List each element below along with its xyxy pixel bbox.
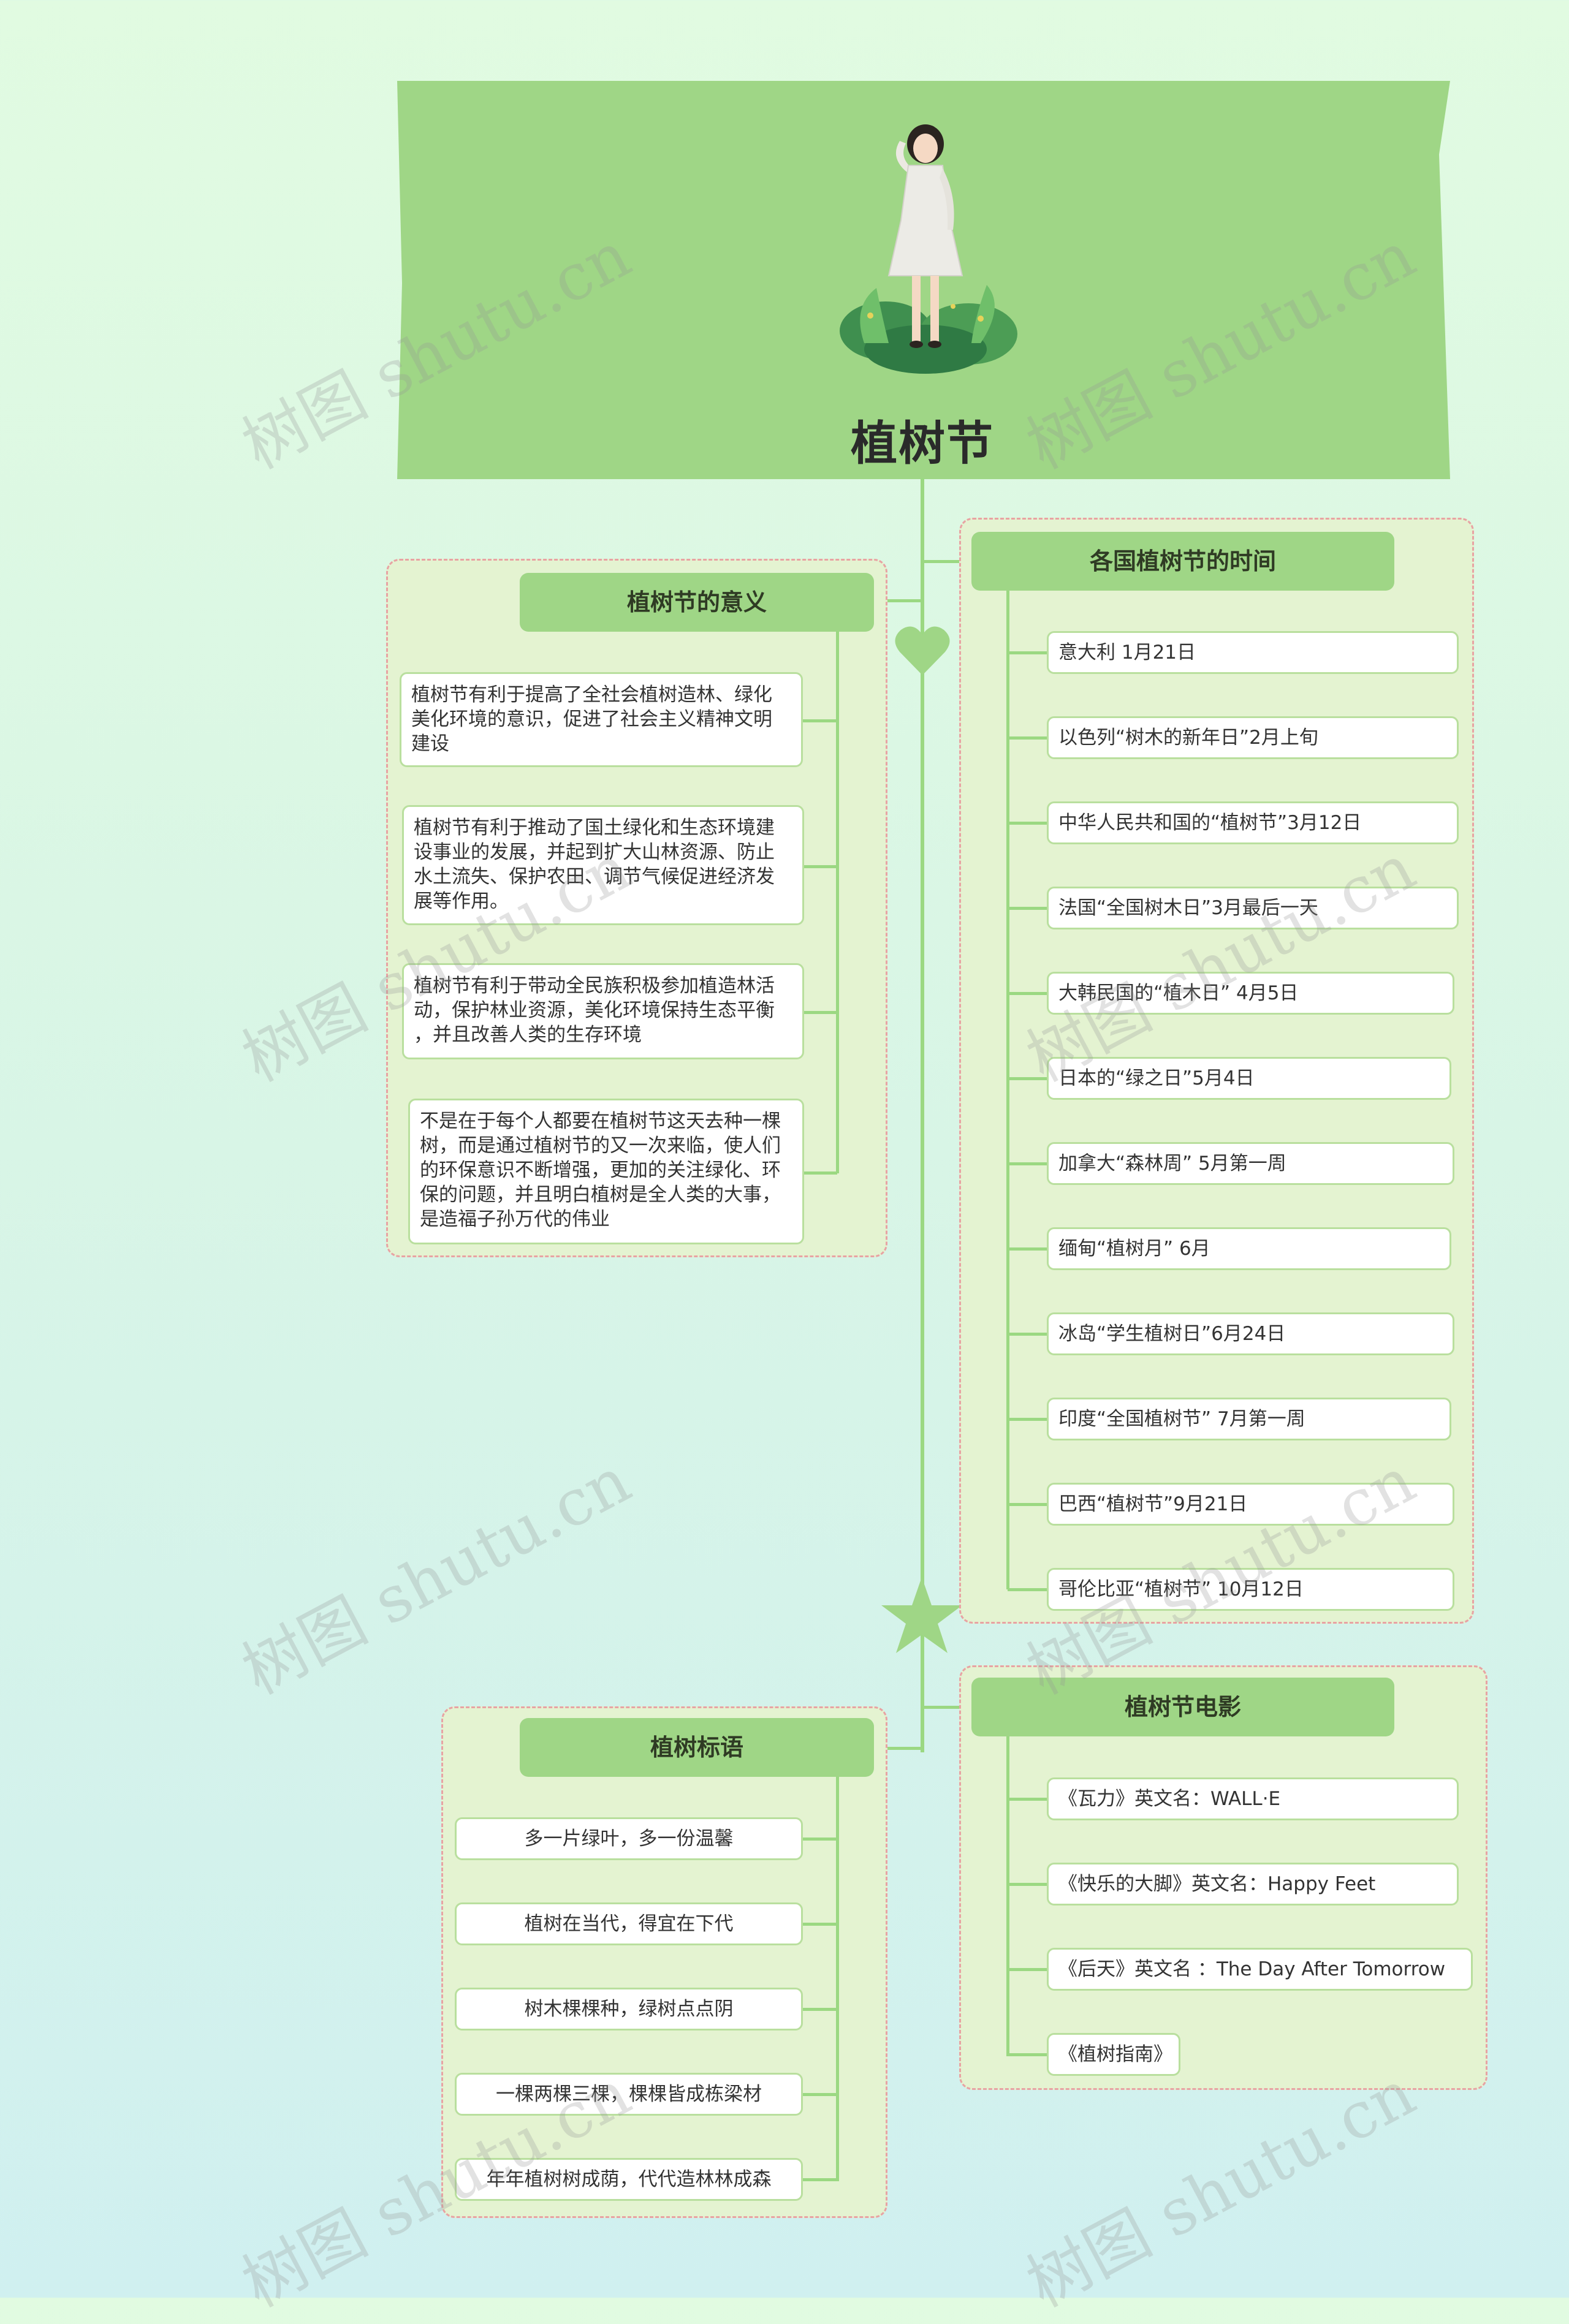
date-item[interactable]: 日本的“绿之日”5月4日 [1047, 1057, 1451, 1100]
movies-branch-line [1006, 1736, 1009, 2056]
text-line: 植树节有利于提高了全社会植树造林、绿化 [411, 683, 791, 707]
text-line: 建设 [411, 732, 791, 756]
date-item[interactable]: 意大利 1月21日 [1047, 631, 1459, 674]
text-line: 是造福子孙万代的伟业 [420, 1207, 792, 1232]
significance-item[interactable]: 植树节有利于推动了国土绿化和生态环境建 设事业的发展，并起到扩大山林资源、防止 … [402, 805, 804, 925]
text-line: ，并且改善人类的生存环境 [414, 1023, 792, 1047]
dates-tick [1008, 1333, 1048, 1336]
date-item[interactable]: 巴西“植树节”9月21日 [1047, 1483, 1454, 1526]
text-line: 不是在于每个人都要在植树节这天去种一棵 [420, 1109, 792, 1134]
text-line: 动，保护林业资源，美化环境保持生态平衡 [414, 998, 792, 1023]
watermark: 树图 shutu.cn [224, 1430, 644, 1712]
text-line: 树，而是通过植树节的又一次来临，使人们 [420, 1134, 792, 1158]
date-item[interactable]: 加拿大“森林周” 5月第一周 [1047, 1142, 1454, 1185]
text-line: 展等作用。 [414, 889, 792, 914]
dates-tick [1008, 907, 1048, 910]
date-item[interactable]: 大韩民国的“植木日” 4月5日 [1047, 972, 1454, 1015]
movie-item[interactable]: 《快乐的大脚》英文名：Happy Feet [1047, 1863, 1459, 1906]
slogans-tick [803, 2093, 837, 2096]
date-item[interactable]: 中华人民共和国的“植树节”3月12日 [1047, 801, 1459, 844]
significance-tick [799, 719, 837, 722]
significance-topic[interactable]: 植树节的意义 [520, 573, 874, 632]
movies-tick [1008, 2053, 1048, 2056]
date-item[interactable]: 哥伦比亚“植树节” 10月12日 [1047, 1568, 1454, 1611]
significance-tick [804, 1171, 837, 1175]
dates-tick [1008, 1162, 1048, 1165]
dates-tick [1008, 1077, 1048, 1080]
slogans-topic[interactable]: 植树标语 [520, 1718, 874, 1777]
slogans-panel [441, 1706, 887, 2218]
dates-tick [1008, 1588, 1048, 1591]
dates-tick [1008, 1247, 1048, 1251]
date-item[interactable]: 冰岛“学生植树日”6月24日 [1047, 1312, 1454, 1355]
slogan-item[interactable]: 树木棵棵种，绿树点点阴 [455, 1988, 803, 2031]
star-icon [880, 1576, 963, 1656]
text-line: 保的问题，并且明白植树是全人类的大事， [420, 1183, 792, 1207]
movie-item[interactable]: 《后天》英文名 ：The Day After Tomorrow [1047, 1948, 1473, 1991]
dates-branch-line [1006, 591, 1009, 1589]
date-item[interactable]: 印度“全国植树节” 7月第一周 [1047, 1398, 1451, 1440]
dates-tick [1008, 992, 1048, 995]
slogan-item[interactable]: 多一片绿叶，多一份温馨 [455, 1817, 803, 1860]
date-item[interactable]: 法国“全国树木日”3月最后一天 [1047, 887, 1459, 929]
text-line: 设事业的发展，并起到扩大山林资源、防止 [414, 840, 792, 865]
slogans-tick [803, 2178, 837, 2181]
slogan-item[interactable]: 植树在当代，得宜在下代 [455, 1902, 803, 1945]
girl-illustration [827, 123, 1030, 380]
significance-branch-line [836, 631, 839, 1173]
movies-topic[interactable]: 植树节电影 [971, 1678, 1394, 1736]
significance-item[interactable]: 不是在于每个人都要在植树节这天去种一棵 树，而是通过植树节的又一次来临，使人们 … [408, 1099, 804, 1244]
date-item[interactable]: 以色列“树木的新年日”2月上旬 [1047, 716, 1459, 759]
page-title: 植树节 [784, 406, 1060, 461]
significance-item[interactable]: 植树节有利于带动全民族积极参加植造林活 动，保护林业资源，美化环境保持生态平衡 … [402, 963, 804, 1059]
movies-tick [1008, 1798, 1048, 1801]
significance-item[interactable]: 植树节有利于提高了全社会植树造林、绿化 美化环境的意识，促进了社会主义精神文明 … [400, 672, 803, 767]
dates-tick [1008, 1503, 1048, 1506]
heart-icon [895, 625, 950, 676]
movies-tick [1008, 1883, 1048, 1886]
dates-tick [1008, 651, 1048, 654]
text-line: 水土流失、保护农田、调节气候促进经济发 [414, 865, 792, 889]
dates-tick [1008, 1418, 1048, 1421]
slogan-item[interactable]: 一棵两棵三棵，棵棵皆成栋梁材 [455, 2073, 803, 2116]
slogans-tick [803, 1923, 837, 1926]
dates-topic[interactable]: 各国植树节的时间 [971, 532, 1394, 591]
movie-item[interactable]: 《植树指南》 [1047, 2033, 1180, 2076]
significance-tick [804, 1011, 837, 1014]
movie-item[interactable]: 《瓦力》英文名：WALL·E [1047, 1777, 1459, 1820]
dates-tick [1008, 736, 1048, 740]
slogans-tick [803, 2008, 837, 2011]
text-line: 植树节有利于带动全民族积极参加植造林活 [414, 974, 792, 998]
dates-tick [1008, 822, 1048, 825]
movies-tick [1008, 1968, 1048, 1971]
text-line: 植树节有利于推动了国土绿化和生态环境建 [414, 816, 792, 840]
slogan-item[interactable]: 年年植树树成荫，代代造林林成森 [455, 2158, 803, 2201]
text-line: 的环保意识不断增强，更加的关注绿化、环 [420, 1158, 792, 1183]
significance-tick [804, 865, 837, 868]
slogans-tick [803, 1838, 837, 1841]
text-line: 美化环境的意识，促进了社会主义精神文明 [411, 707, 791, 732]
date-item[interactable]: 缅甸“植树月” 6月 [1047, 1227, 1451, 1270]
